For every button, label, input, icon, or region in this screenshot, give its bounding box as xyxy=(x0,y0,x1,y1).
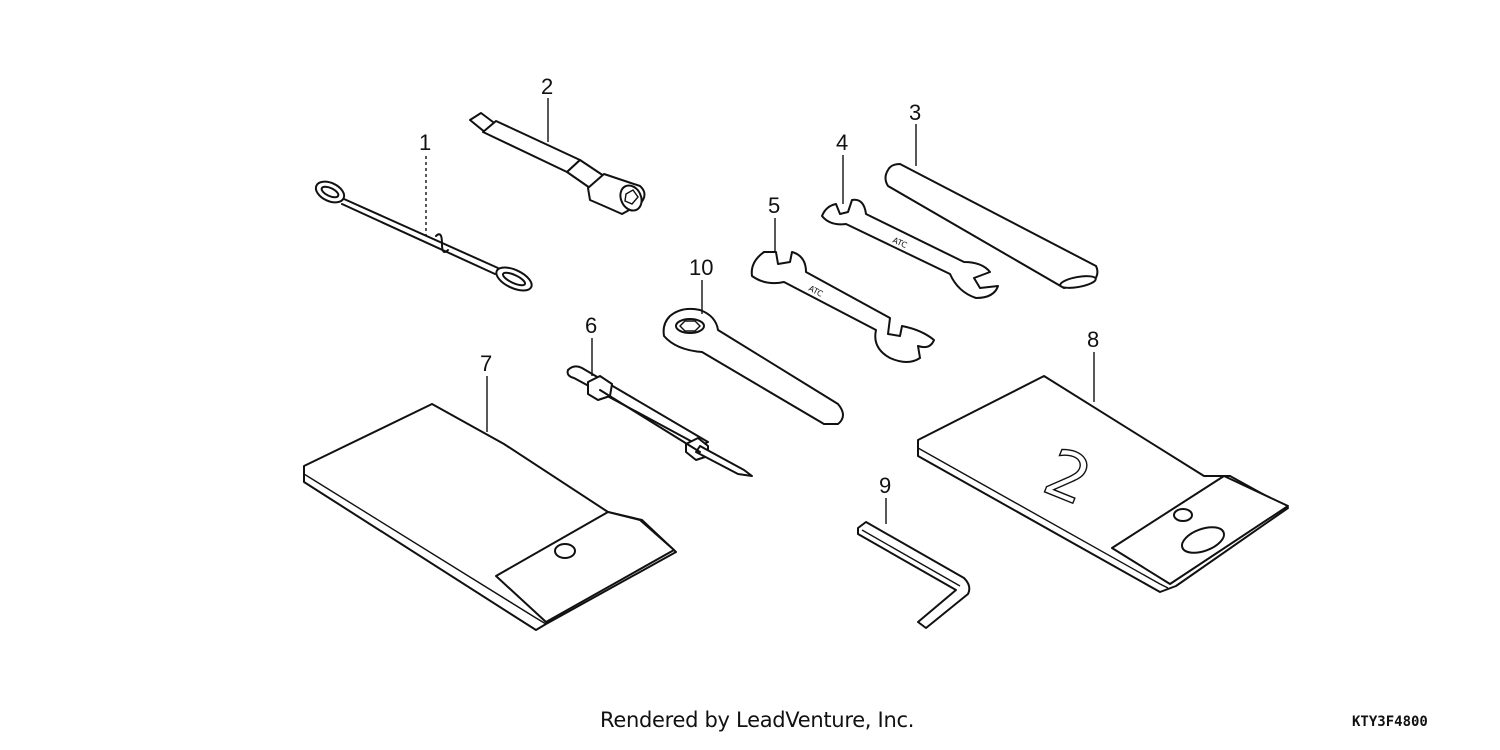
part-9-hex-key xyxy=(857,521,971,629)
callout-8: 8 xyxy=(1087,327,1099,352)
callout-5: 5 xyxy=(768,193,780,218)
callout-3: 6 xyxy=(585,313,597,338)
part-4-open-end-wrench: ATC xyxy=(821,198,999,299)
callout-7: 3 xyxy=(909,100,921,125)
part-10-box-wrench xyxy=(662,307,844,425)
part-8-tool-bag: 2 xyxy=(917,375,1289,593)
part-2-tool-bag xyxy=(303,403,677,631)
part-7-handle-bar xyxy=(884,163,1099,289)
part-5-open-end-wrench: ATC xyxy=(750,251,935,363)
footer-credit: Rendered by LeadVenture, Inc. xyxy=(600,708,915,732)
callout-2: 7 xyxy=(480,351,492,376)
callout-1: 1 xyxy=(419,130,431,155)
part-1-tow-cable xyxy=(314,180,533,292)
callout-4: 4 xyxy=(836,130,848,155)
diagram-code: KTY3F4800 xyxy=(1352,714,1428,730)
callout-9: 9 xyxy=(879,473,891,498)
part-3-screwdriver xyxy=(566,365,753,477)
callout-10: 10 xyxy=(689,255,713,280)
part-6-spark-plug-wrench xyxy=(469,112,646,215)
callout-6: 2 xyxy=(541,74,553,99)
